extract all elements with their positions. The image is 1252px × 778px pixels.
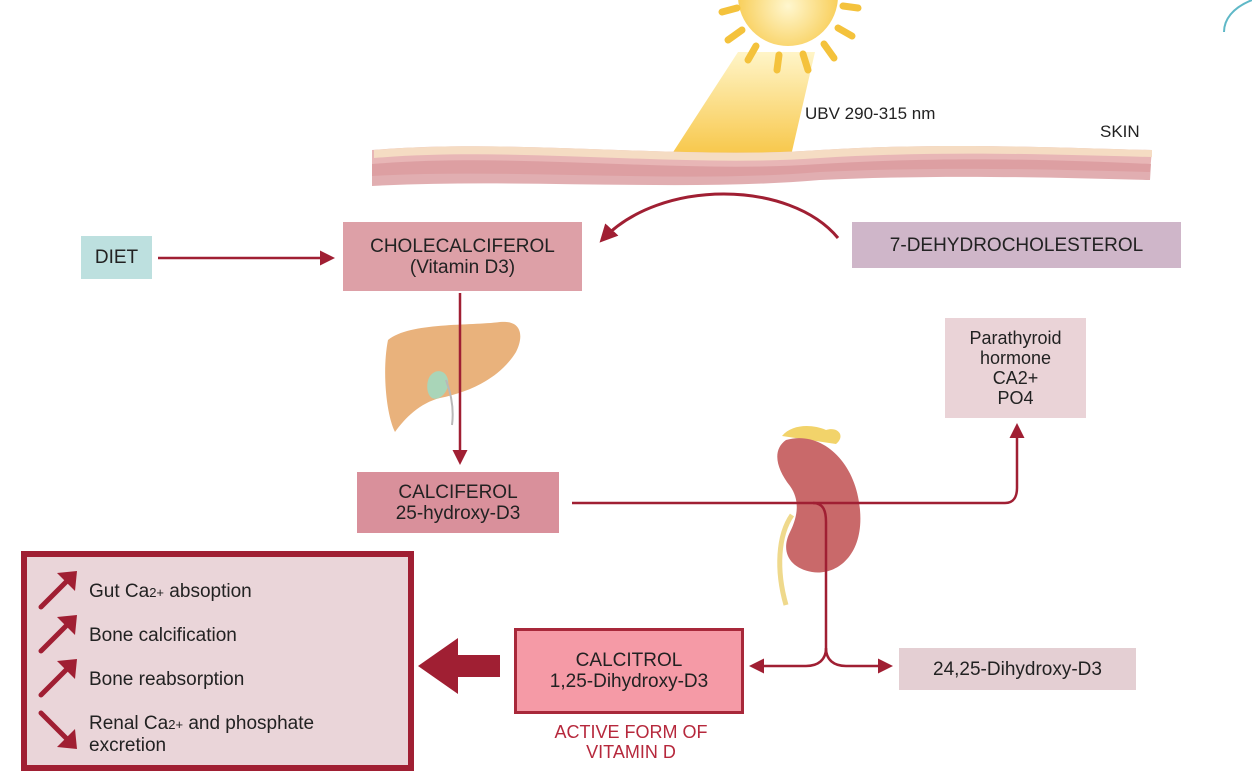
increase-arrow-icon [38,659,77,698]
decrease-arrow-icon [38,710,77,749]
parathyroid-line4: PO4 [997,388,1034,408]
dehydrocholesterol-box: 7-DEHYDROCHOLESTEROL [852,222,1181,268]
increase-arrow-icon [38,615,77,654]
effect-renal: Renal Ca2+ and phosphate excretion [89,713,315,756]
corner-arc-decoration [1223,0,1252,33]
sun-icon [718,0,862,74]
calcitrol-subtitle: 1,25-Dihydroxy-D3 [549,671,709,692]
diet-label: DIET [94,247,139,268]
kidney-icon [777,426,861,606]
big-arrow-to-effects [418,638,500,694]
calcitrol-title: CALCITROL [575,650,683,671]
skin-label: SKIN [1100,122,1140,141]
cholecalciferol-title: CHOLECALCIFEROL [370,235,555,257]
dehydrocholesterol-label: 7-DEHYDROCHOLESTEROL [889,234,1144,256]
effect-gut: Gut Ca2+ absoption [89,581,252,602]
liver-icon [385,321,521,432]
effect-bone-reabsorption: Bone reabsorption [89,669,245,690]
line-calciferol-to-kidney [572,423,1025,505]
active-form-line2: VITAMIN D [586,742,676,762]
calciferol-box: CALCIFEROL 25-hydroxy-D3 [357,472,559,533]
cholecalciferol-box: CHOLECALCIFEROL (Vitamin D3) [343,222,582,291]
calcitrol-box: CALCITROL 1,25-Dihydroxy-D3 [514,628,744,714]
diet-box: DIET [81,236,152,279]
parathyroid-line3: CA2+ [992,368,1039,388]
active-form-line1: ACTIVE FORM OF [554,722,708,742]
parathyroid-line2: hormone [979,348,1052,368]
arrow-dehydro-to-cholecalciferol [599,192,840,243]
effects-panel: Gut Ca2+ absoption Bone calcification Bo… [21,551,414,771]
active-form-caption: ACTIVE FORM OF VITAMIN D [514,722,748,762]
skin-illustration [372,145,1152,186]
uv-beam [668,52,815,160]
dihydroxy-2425-label: 24,25-Dihydroxy-D3 [933,658,1102,680]
effect-bone-calcification: Bone calcification [89,625,237,646]
calciferol-title: CALCIFEROL [398,481,518,503]
line-kidney-to-2425 [824,647,893,674]
increase-arrow-icon [38,571,77,610]
dihydroxy-2425-box: 24,25-Dihydroxy-D3 [899,648,1136,690]
parathyroid-line1: Parathyroid [969,328,1062,348]
uv-label: UBV 290-315 nm [805,104,936,123]
calciferol-subtitle: 25-hydroxy-D3 [395,502,521,524]
parathyroid-box: Parathyroid hormone CA2+ PO4 [945,318,1086,418]
cholecalciferol-subtitle: (Vitamin D3) [409,256,516,278]
